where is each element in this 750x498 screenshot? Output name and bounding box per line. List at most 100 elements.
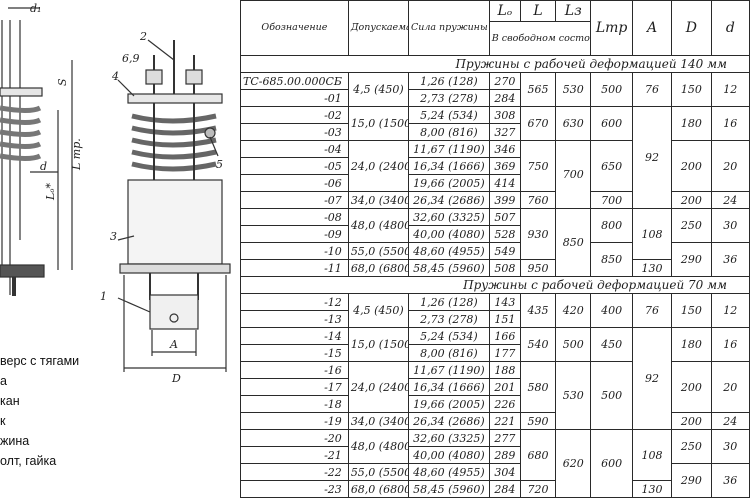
- designation-cell: -09: [240, 225, 349, 243]
- spring-block-drawing: d₁ 2 6,9 4 5 3 1 A D d S L тр. Lₒ*: [0, 2, 231, 385]
- lmp-cell: 850: [590, 242, 633, 277]
- d-width-cell: 200: [671, 412, 712, 430]
- d-width-cell: 180: [671, 327, 712, 362]
- legend-item-5: жина: [0, 434, 30, 448]
- spec-table: Обозначение Допускаемая нагрузка на блок…: [240, 0, 750, 498]
- header-designation: Обозначение: [240, 0, 349, 56]
- header-d-spring: d: [710, 0, 750, 56]
- force-cell: 1,26 (128): [407, 72, 490, 90]
- label-3: 3: [110, 230, 117, 243]
- lo-cell: 369: [488, 157, 521, 175]
- force-cell: 8,00 (816): [407, 344, 490, 362]
- table-row: -18 19,66 (2005) 226: [240, 395, 750, 413]
- lo-cell: 188: [488, 361, 521, 379]
- leader-4: [117, 79, 135, 97]
- lo-cell: 284: [488, 89, 521, 107]
- force-cell: 2,73 (278): [407, 89, 490, 107]
- force-cell: 58,45 (5960): [407, 480, 490, 498]
- force-cell: 32,60 (3325): [407, 208, 490, 226]
- designation-cell: -23: [240, 480, 349, 498]
- table-row: -22 55,0 (5500) 48,60 (4955) 304 290 36: [240, 463, 750, 498]
- force-cell: 19,66 (2005): [407, 395, 490, 413]
- lo-cell: 270: [488, 72, 521, 90]
- lo-cell: 289: [488, 446, 521, 464]
- header-lo: Lₒ: [488, 0, 521, 22]
- label-4: 4: [111, 70, 119, 83]
- l-cell: 590: [519, 412, 557, 430]
- lo-cell: 221: [488, 412, 521, 430]
- designation-cell: -05: [240, 157, 349, 175]
- load-cell: 34,0 (3400): [347, 412, 409, 430]
- designation-cell: -06: [240, 174, 349, 192]
- table-row: -14 15,0 (1500) 5,24 (534) 166 540 500 4…: [240, 327, 750, 430]
- a-cell: 92: [631, 106, 673, 209]
- top-nut-right: [185, 69, 203, 85]
- a-cell: 76: [631, 72, 673, 107]
- d-spring-cell: 16: [710, 106, 750, 141]
- load-cell: 15,0 (1500): [347, 106, 409, 141]
- d-spring-cell: 36: [710, 463, 750, 498]
- d-spring-cell: 30: [710, 208, 750, 243]
- table-row: -20 48,0 (4800) 32,60 (3325) 277 680 620…: [240, 429, 750, 498]
- table-row: ТС-685.00.000СБ 4,5 (450) 1,26 (128) 270…: [240, 72, 750, 107]
- d-spring-cell: 24: [710, 191, 750, 209]
- lo-cell: 507: [488, 208, 521, 226]
- designation-cell: -02: [240, 106, 349, 124]
- load-cell: 48,0 (4800): [347, 429, 409, 464]
- table-row: -07 34,0 (3400) 26,34 (2686) 399 760 700…: [240, 191, 750, 209]
- label-lmp: L тр.: [70, 138, 83, 171]
- lmp-cell: 450: [590, 327, 633, 362]
- designation-cell: -18: [240, 395, 349, 413]
- header-lmp: Lтр: [590, 0, 633, 56]
- d-width-cell: 150: [671, 72, 712, 107]
- support-hole: [169, 313, 179, 323]
- bottom-support: [149, 294, 199, 330]
- lo-cell: 327: [488, 123, 521, 141]
- designation-cell: -08: [240, 208, 349, 226]
- label-5: 5: [216, 158, 223, 171]
- force-cell: 1,26 (128): [407, 293, 490, 311]
- d-width-cell: 200: [671, 361, 712, 413]
- d-spring-cell: 20: [710, 140, 750, 192]
- designation-cell: -07: [240, 191, 349, 209]
- force-cell: 48,60 (4955): [407, 242, 490, 260]
- lmp-cell: 650: [590, 140, 633, 192]
- label-s: S: [56, 78, 69, 86]
- force-cell: 5,24 (534): [407, 327, 490, 345]
- table-row: -11 68,0 (6800) 58,45 (5960) 508 950 130: [240, 259, 750, 277]
- d-width-cell: 150: [671, 293, 712, 328]
- table-row: -03 8,00 (816) 327: [240, 123, 750, 141]
- load-cell: 55,0 (5500): [347, 463, 409, 481]
- force-cell: 11,67 (1190): [407, 361, 490, 379]
- table-row: -19 34,0 (3400) 26,34 (2686) 221 590 200…: [240, 412, 750, 430]
- table-row: -01 2,73 (278) 284: [240, 89, 750, 107]
- l-cell: 750: [519, 140, 557, 192]
- d-spring-cell: 12: [710, 72, 750, 107]
- leader-3: [117, 235, 135, 241]
- lo-cell: 528: [488, 225, 521, 243]
- load-cell: 4,5 (450): [347, 293, 409, 328]
- lo-cell: 177: [488, 344, 521, 362]
- table-row: -05 16,34 (1666) 369: [240, 157, 750, 175]
- d-spring-cell: 16: [710, 327, 750, 362]
- a-cell: 130: [631, 259, 673, 277]
- spring-coils: [131, 113, 217, 172]
- top-nut-left: [145, 69, 163, 85]
- l3-cell: 530: [555, 72, 592, 107]
- d-width-cell: 290: [671, 242, 712, 277]
- force-cell: 32,60 (3325): [407, 429, 490, 447]
- header-l3: Lз: [555, 0, 592, 22]
- l3-cell: 630: [555, 106, 592, 141]
- force-cell: 40,00 (4080): [407, 446, 490, 464]
- lmp-cell: 400: [590, 293, 633, 328]
- lo-cell: 201: [488, 378, 521, 396]
- header-load: Допускаемая нагрузка на блок, кН (кгс): [347, 0, 409, 56]
- l-cell: 540: [519, 327, 557, 362]
- section-title: Пружины с рабочей деформацией 70 мм: [240, 276, 750, 294]
- l-cell: 680: [519, 429, 557, 481]
- table-row: -10 55,0 (5500) 48,60 (4955) 549 850 290…: [240, 242, 750, 277]
- designation-cell: -12: [240, 293, 349, 311]
- left-view-bottom-plate: [0, 264, 45, 278]
- l-cell: 760: [519, 191, 557, 209]
- designation-cell: -17: [240, 378, 349, 396]
